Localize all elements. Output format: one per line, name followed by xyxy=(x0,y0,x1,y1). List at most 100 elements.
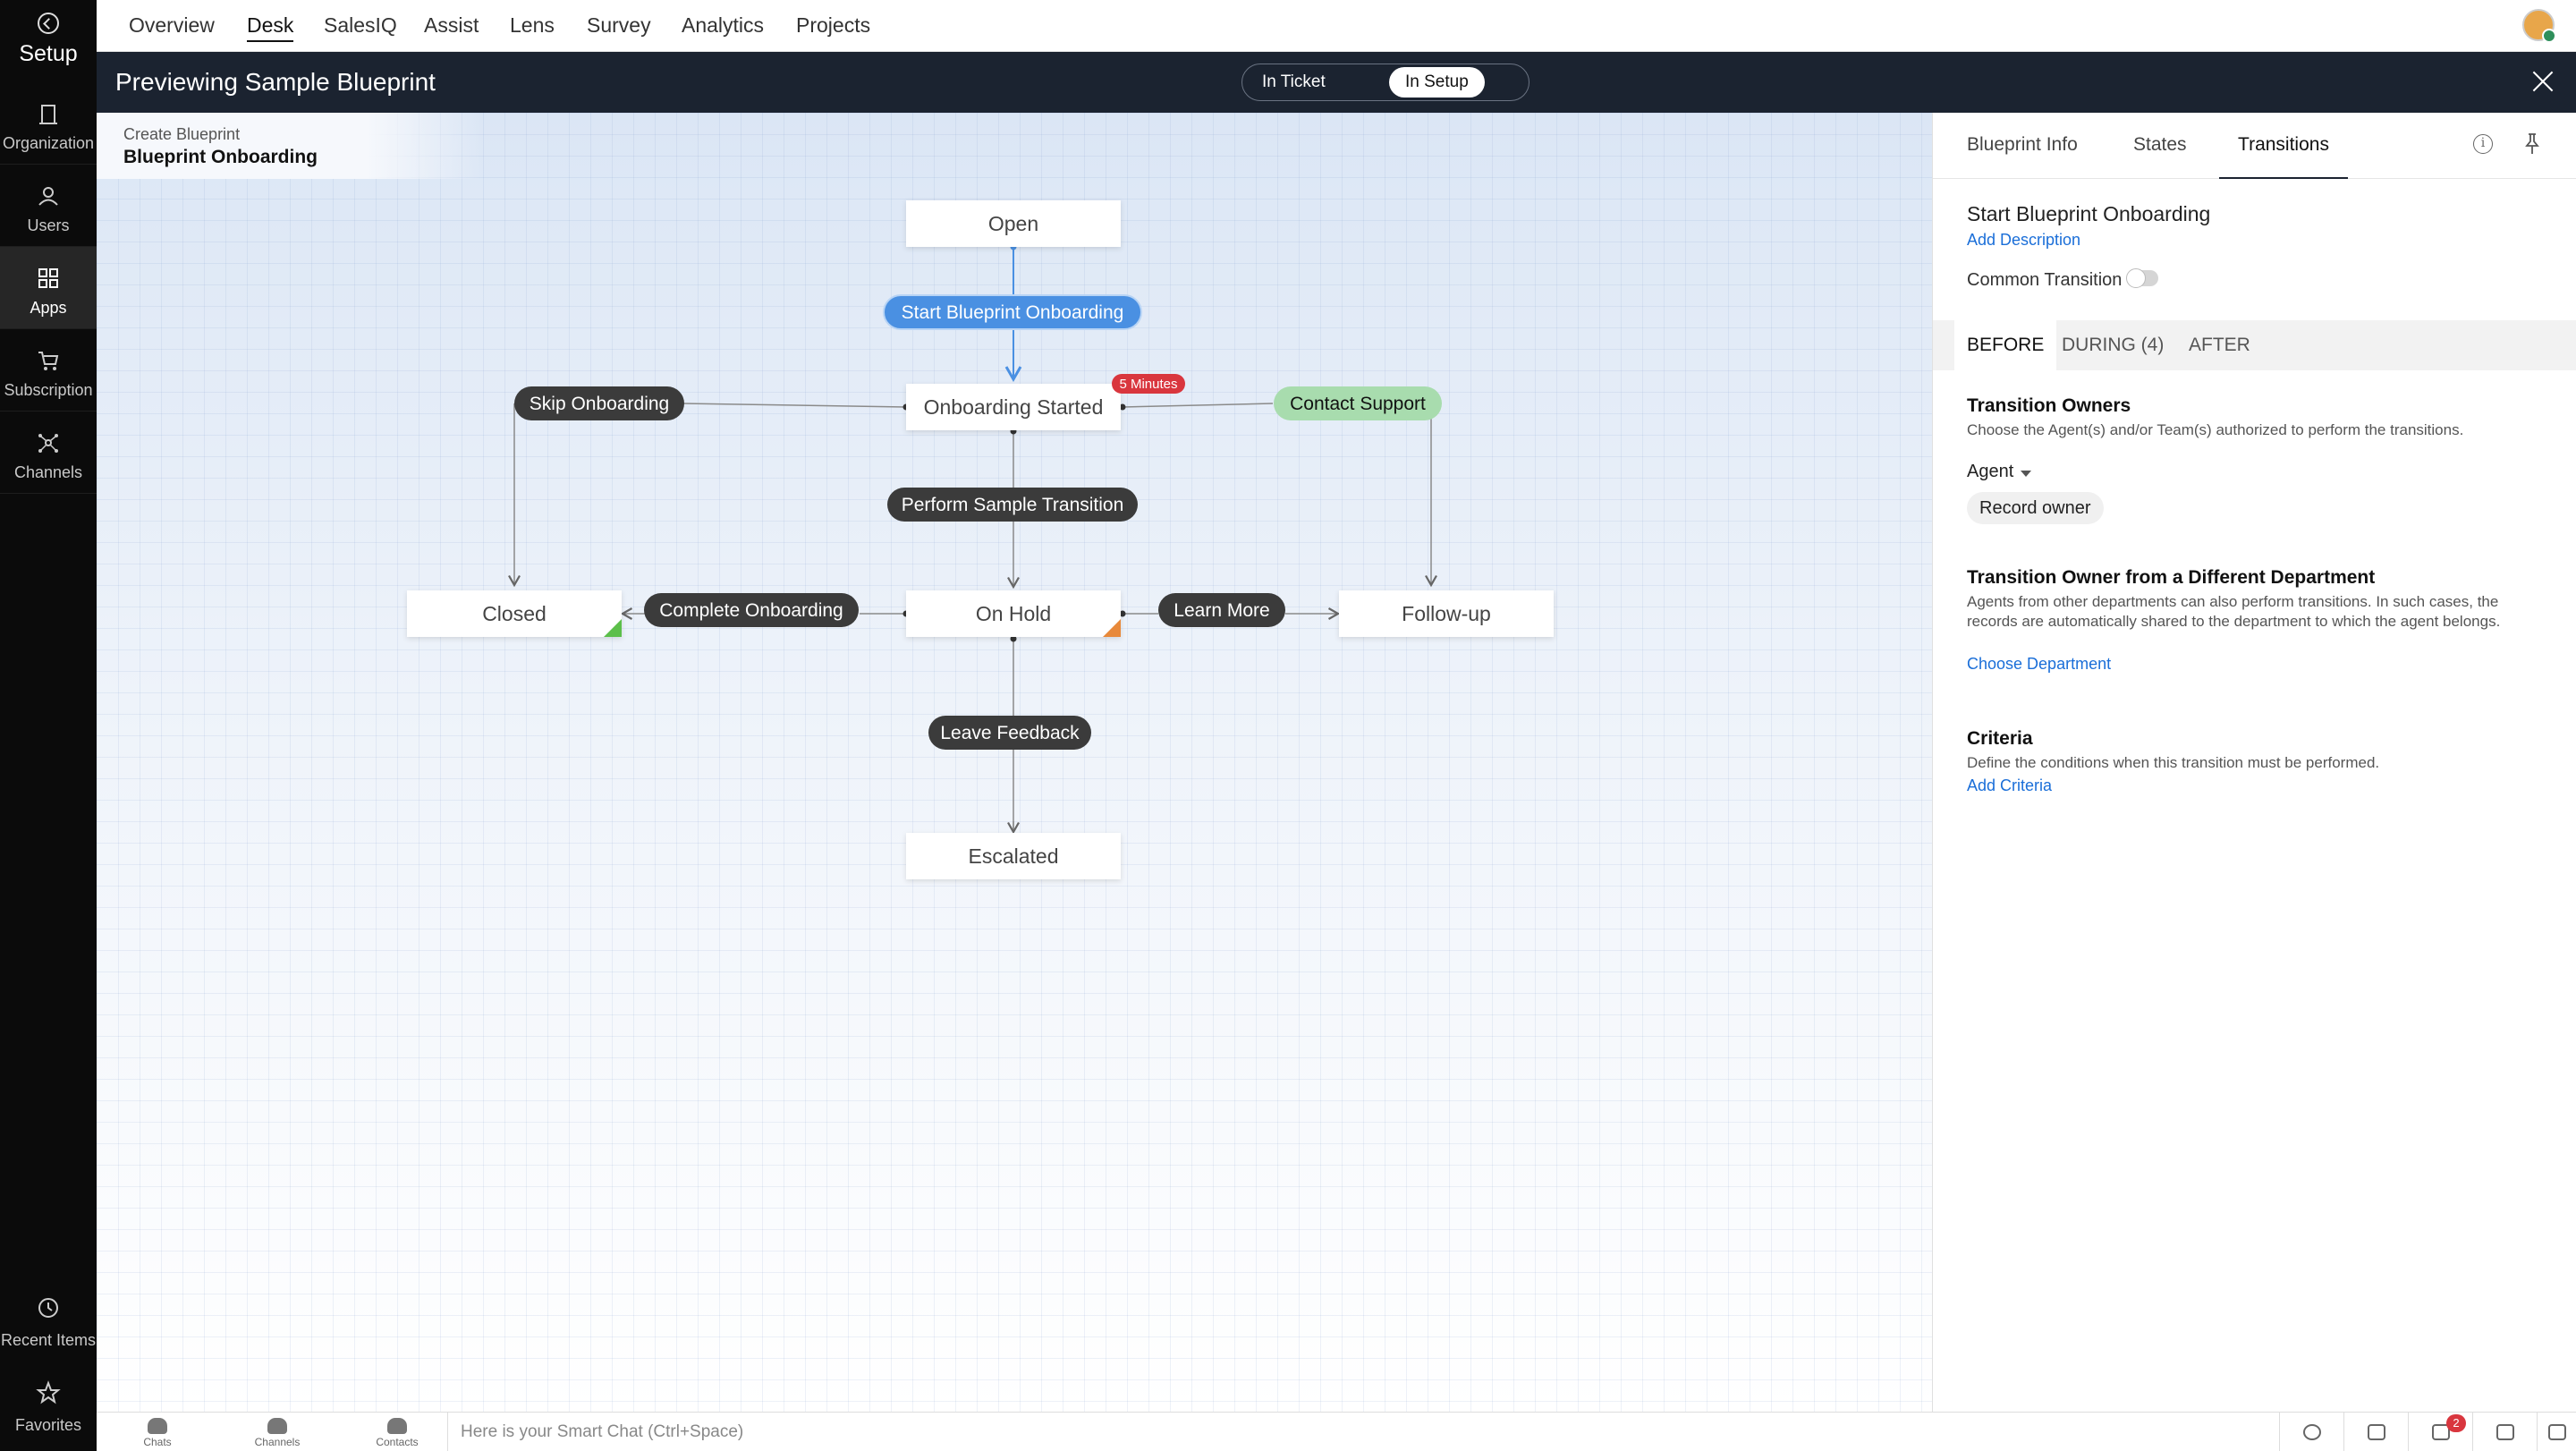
view-toggle: In Ticket In Setup xyxy=(1241,64,1530,101)
chat-icon xyxy=(148,1418,167,1434)
tab-survey[interactable]: Survey xyxy=(587,13,651,37)
online-status-icon xyxy=(2542,29,2556,43)
translate-button[interactable] xyxy=(2343,1413,2408,1451)
setup-label: Setup xyxy=(19,41,78,66)
close-icon[interactable] xyxy=(2531,70,2555,93)
sidebar-item-label: Favorites xyxy=(14,1416,82,1434)
channels-group-icon xyxy=(267,1418,287,1434)
sidebar-item-favorites[interactable]: Favorites xyxy=(0,1364,97,1447)
transition-skip-onboarding[interactable]: Skip Onboarding xyxy=(514,386,684,420)
setup-back[interactable]: Setup xyxy=(0,0,97,72)
pin-icon[interactable] xyxy=(2523,132,2541,156)
sidebar-item-apps[interactable]: Apps xyxy=(0,247,97,329)
transition-label: Contact Support xyxy=(1290,394,1426,414)
bottom-item-label: Contacts xyxy=(376,1436,419,1448)
notification-icon xyxy=(2432,1424,2450,1440)
setup-sidebar: Setup Organization Users Apps Subscripti… xyxy=(0,0,97,1451)
sidebar-item-users[interactable]: Users xyxy=(0,165,97,247)
notifications-button[interactable]: 2 xyxy=(2408,1413,2472,1451)
users-icon xyxy=(38,187,58,206)
bottom-item-label: Channels xyxy=(254,1436,301,1448)
blueprint-canvas[interactable]: Create Blueprint Blueprint Onboarding xyxy=(97,113,1932,1412)
bottom-item-label: Chats xyxy=(143,1436,172,1448)
transition-panel: Blueprint Info States Transitions i Star… xyxy=(1932,113,2576,1412)
transition-label: Perform Sample Transition xyxy=(902,495,1124,515)
sla-badge-label: 5 Minutes xyxy=(1119,377,1177,392)
transition-title: Start Blueprint Onboarding xyxy=(1967,202,2211,225)
add-criteria-link[interactable]: Add Criteria xyxy=(1967,776,2053,794)
sidebar-item-label: Recent Items xyxy=(0,1331,97,1349)
common-transition-toggle[interactable] xyxy=(2126,268,2158,288)
sidebar-item-subscription[interactable]: Subscription xyxy=(0,329,97,412)
agent-dropdown[interactable]: Agent xyxy=(1967,462,2014,481)
state-follow-up[interactable]: Follow-up xyxy=(1339,590,1554,637)
tab-assist[interactable]: Assist xyxy=(424,13,479,37)
announcements-button[interactable] xyxy=(2472,1413,2537,1451)
state-on-hold[interactable]: On Hold xyxy=(906,590,1121,637)
sidebar-item-organization[interactable]: Organization xyxy=(0,82,97,165)
tab-overview[interactable]: Overview xyxy=(129,13,215,37)
state-open[interactable]: Open xyxy=(906,200,1121,247)
transition-label: Leave Feedback xyxy=(940,723,1080,743)
transition-perform-sample[interactable]: Perform Sample Transition xyxy=(887,488,1138,522)
tab-lens[interactable]: Lens xyxy=(510,13,555,37)
translate-icon xyxy=(2368,1424,2385,1440)
zia-icon xyxy=(2303,1424,2321,1440)
transition-start-blueprint-onboarding[interactable]: Start Blueprint Onboarding xyxy=(883,294,1142,330)
state-label: On Hold xyxy=(976,602,1051,625)
choose-department-link[interactable]: Choose Department xyxy=(1967,655,2112,673)
tab-desk[interactable]: Desk xyxy=(247,13,294,42)
phase-after[interactable]: AFTER xyxy=(2189,335,2250,355)
transition-complete-onboarding[interactable]: Complete Onboarding xyxy=(644,593,859,627)
breadcrumb-parent[interactable]: Create Blueprint xyxy=(123,125,241,143)
state-label: Onboarding Started xyxy=(924,395,1104,419)
info-icon[interactable]: i xyxy=(2473,134,2493,154)
closed-corner-marker xyxy=(604,619,622,637)
transition-learn-more[interactable]: Learn More xyxy=(1158,593,1285,627)
common-transition-label: Common Transition xyxy=(1967,270,2123,290)
avatar[interactable] xyxy=(2522,9,2556,43)
sidebar-item-channels[interactable]: Channels xyxy=(0,412,97,494)
state-closed[interactable]: Closed xyxy=(407,590,622,637)
history-icon xyxy=(38,1298,58,1318)
tab-projects[interactable]: Projects xyxy=(796,13,871,37)
breadcrumb: Create Blueprint Blueprint Onboarding xyxy=(97,113,481,179)
connector-lines xyxy=(508,247,1437,862)
tab-blueprint-info[interactable]: Blueprint Info xyxy=(1967,134,2078,155)
state-label: Closed xyxy=(482,602,547,625)
bottom-item-chats[interactable]: Chats xyxy=(99,1413,216,1451)
add-description-link[interactable]: Add Description xyxy=(1967,231,2081,249)
sidebar-item-label: Organization xyxy=(2,134,95,152)
in-ticket-option[interactable]: In Ticket xyxy=(1262,72,1326,91)
contact-icon xyxy=(387,1418,407,1434)
sidebar-item-label: Users xyxy=(27,216,70,234)
sidebar-item-label: Channels xyxy=(13,463,83,481)
state-escalated[interactable]: Escalated xyxy=(906,833,1121,879)
sidebar-item-recent-items[interactable]: Recent Items xyxy=(0,1279,97,1362)
tab-states[interactable]: States xyxy=(2133,134,2187,155)
record-owner-chip[interactable]: Record owner xyxy=(1967,492,2104,524)
transition-leave-feedback[interactable]: Leave Feedback xyxy=(928,716,1091,750)
bottom-item-contacts[interactable]: Contacts xyxy=(339,1413,455,1451)
dept-owner-desc: Agents from other departments can also p… xyxy=(1967,593,2501,630)
tab-analytics[interactable]: Analytics xyxy=(682,13,765,37)
top-navigation: Overview Desk SalesIQ Assist Lens Survey… xyxy=(97,0,2576,52)
state-label: Escalated xyxy=(968,844,1058,868)
tab-salesiq[interactable]: SalesIQ xyxy=(324,13,397,37)
phase-during[interactable]: DURING (4) xyxy=(2062,335,2165,355)
chevron-down-icon[interactable] xyxy=(2021,471,2031,477)
criteria-title: Criteria xyxy=(1967,728,2033,749)
in-setup-option[interactable]: In Setup xyxy=(1389,67,1485,98)
sidebar-item-label: Subscription xyxy=(4,381,93,399)
messages-button[interactable] xyxy=(2537,1413,2576,1451)
bottom-item-channels[interactable]: Channels xyxy=(219,1413,335,1451)
message-icon xyxy=(2548,1424,2566,1440)
tab-transitions[interactable]: Transitions xyxy=(2219,134,2348,179)
back-arrow-icon[interactable] xyxy=(38,13,59,34)
phase-before[interactable]: BEFORE xyxy=(1954,320,2057,370)
zia-button[interactable] xyxy=(2279,1413,2343,1451)
page-title: Previewing Sample Blueprint xyxy=(115,68,436,96)
transition-contact-support[interactable]: Contact Support xyxy=(1274,386,1442,420)
state-onboarding-started[interactable]: Onboarding Started xyxy=(906,384,1121,430)
smart-chat-input[interactable]: Here is your Smart Chat (Ctrl+Space) xyxy=(447,1413,2376,1451)
